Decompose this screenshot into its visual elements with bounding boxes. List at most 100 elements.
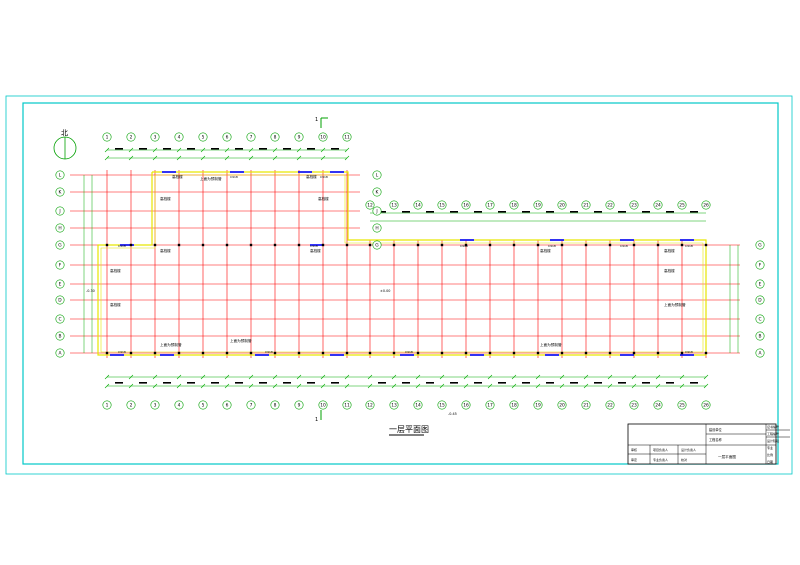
structural-column xyxy=(464,351,468,355)
dimension-value xyxy=(211,148,219,150)
dimension-tick xyxy=(391,374,397,380)
axis-bubble-label: 14 xyxy=(415,203,421,209)
axis-bubble-circle xyxy=(372,206,382,216)
room-labels: 高档楼高档楼高档楼高档楼高档楼高档楼高档楼高档楼高档楼高档楼高档楼上面为预制管上… xyxy=(86,174,693,416)
axis-bubble-left: J xyxy=(55,206,65,216)
dimension-tick xyxy=(104,155,110,161)
axis-bubble-label: 6 xyxy=(226,135,229,141)
axis-bubble-circle xyxy=(413,200,423,210)
dimension-value xyxy=(283,382,291,384)
dimension-tick xyxy=(176,374,182,380)
dimension-value xyxy=(522,211,530,213)
dimension-value xyxy=(307,382,315,384)
room-label: 高档楼 xyxy=(172,174,183,179)
axis-bubble-circle xyxy=(557,200,567,210)
axis-bubble-right: A xyxy=(755,348,765,358)
axis-bubble-label: 4 xyxy=(178,135,181,141)
axis-bubble-circle xyxy=(55,170,65,180)
axis-bubble-label: 26 xyxy=(703,403,709,409)
dimension-tick xyxy=(176,147,182,153)
dimension-tick xyxy=(391,383,397,389)
structural-column xyxy=(273,351,277,355)
axis-bubble-top: 11 xyxy=(342,132,352,142)
dimension-tick xyxy=(511,374,517,380)
interior-wall-line xyxy=(100,174,704,353)
axis-bubble-circle xyxy=(318,400,328,410)
axis-bubble-bottom: 3 xyxy=(150,400,160,410)
axis-bubble-circle xyxy=(605,400,615,410)
structural-column xyxy=(297,243,301,247)
structural-column xyxy=(632,243,636,247)
structural-column xyxy=(392,243,396,247)
axis-bubble-circle xyxy=(174,400,184,410)
axis-bubble-top: 9 xyxy=(294,132,304,142)
axis-bubble-left: K xyxy=(55,187,65,197)
axis-bubble-label: 18 xyxy=(511,203,517,209)
dimension-tick xyxy=(463,383,469,389)
window-tag: C918 xyxy=(548,244,556,248)
structural-column xyxy=(345,243,349,247)
dimension-tick xyxy=(128,383,134,389)
axis-bubble-label: 11 xyxy=(344,403,350,409)
structural-column xyxy=(536,243,540,247)
axis-bubble-left: E xyxy=(55,279,65,289)
axis-bubble-label: 24 xyxy=(655,203,661,209)
structural-column xyxy=(297,351,301,355)
dimension-tick xyxy=(248,147,254,153)
axis-bubble-label: 22 xyxy=(607,203,613,209)
svg-text:专业负责人: 专业负责人 xyxy=(653,457,668,462)
dimension-tick xyxy=(344,374,350,380)
structural-column xyxy=(249,243,253,247)
axis-bubble-label: 17 xyxy=(487,403,493,409)
axis-bubble-circle xyxy=(270,132,280,142)
dimension-tick xyxy=(439,383,445,389)
window-tag: C918 xyxy=(310,244,318,248)
axis-bubble-label: 15 xyxy=(439,203,445,209)
axis-bubble-bottom: 18 xyxy=(509,400,519,410)
svg-text:工程编号: 工程编号 xyxy=(767,431,779,436)
dimension-value xyxy=(378,211,386,213)
dimension-tick xyxy=(128,374,134,380)
axis-bubble-left: H xyxy=(55,223,65,233)
axis-bubble-label: 20 xyxy=(559,203,565,209)
axis-bubble-circle xyxy=(102,400,112,410)
dimension-tick xyxy=(224,155,230,161)
axis-bubble-circle xyxy=(677,200,687,210)
dimension-tick xyxy=(128,155,134,161)
axis-bubble-label: 17 xyxy=(487,203,493,209)
dimension-tick xyxy=(487,374,493,380)
axis-bubble-bottom: 23 xyxy=(629,400,639,410)
dimension-tick xyxy=(296,147,302,153)
dimension-tick xyxy=(248,383,254,389)
window-tag: C918 xyxy=(118,350,126,354)
axis-bubble-label: 3 xyxy=(154,135,157,141)
dimension-tick xyxy=(248,155,254,161)
structural-column xyxy=(368,243,372,247)
axis-bubble-label: G xyxy=(375,243,379,249)
axis-bubble-left: L xyxy=(55,170,65,180)
axis-bubble-circle xyxy=(246,400,256,410)
svg-text:校对: 校对 xyxy=(681,457,687,462)
window-tag: C918 xyxy=(685,244,693,248)
axis-bubble-label: 23 xyxy=(631,203,637,209)
axis-bubble-bottom: 17 xyxy=(485,400,495,410)
structural-column xyxy=(704,243,708,247)
dimension-tick xyxy=(607,383,613,389)
axis-bubble-left: A xyxy=(55,348,65,358)
axis-bubble-circle xyxy=(55,187,65,197)
dimension-tick xyxy=(367,374,373,380)
axis-bubble-circle xyxy=(701,400,711,410)
axis-bubble-label: C xyxy=(58,317,61,323)
axis-bubble-label: 8 xyxy=(274,403,277,409)
svg-text:设计负责人: 设计负责人 xyxy=(681,447,696,452)
axis-bubble-bottom: 2 xyxy=(126,400,136,410)
dimension-value xyxy=(331,148,339,150)
structural-column xyxy=(464,243,468,247)
dimension-tick xyxy=(104,147,110,153)
dimension-tick xyxy=(224,374,230,380)
structural-column xyxy=(680,243,684,247)
dimension-tick xyxy=(631,383,637,389)
axis-bubble-label: D xyxy=(758,298,762,304)
title-block: 建设单位 工程名称 证书编号 工程编号 设计阶段 专业 比例 审核 项目负责人 … xyxy=(627,423,790,465)
dimension-value xyxy=(402,211,410,213)
